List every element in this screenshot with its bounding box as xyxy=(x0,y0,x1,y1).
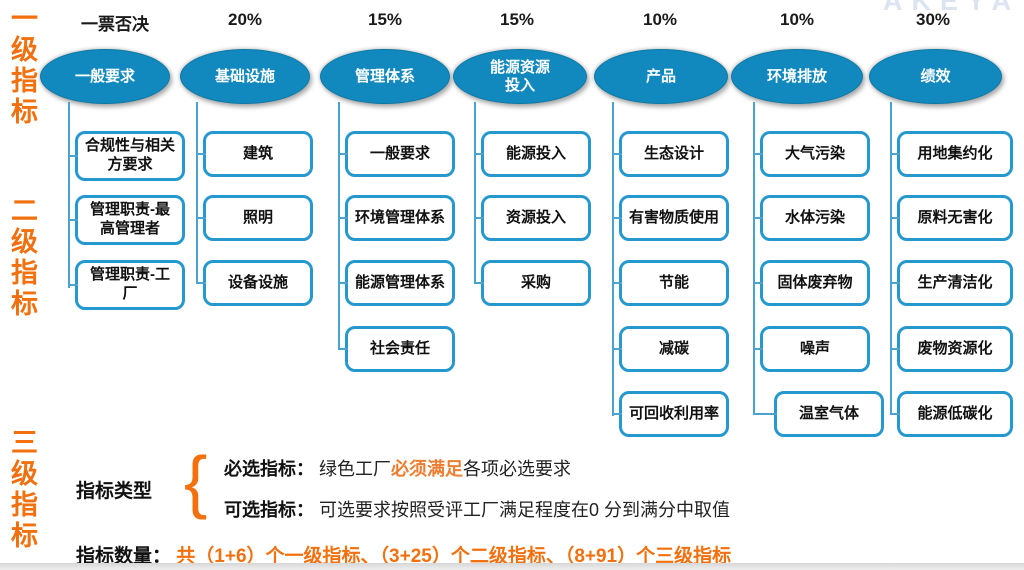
connector-line xyxy=(890,102,892,414)
required-pre-text: 绿色工厂 xyxy=(319,459,392,479)
weight-performance: 30% xyxy=(915,10,951,29)
indicator-box: 原料无害化 xyxy=(890,195,1013,241)
connector-line xyxy=(612,102,614,416)
weight-management: 15% xyxy=(367,10,403,29)
indicator-box: 能源低碳化 xyxy=(890,391,1013,437)
bottom-bar xyxy=(0,563,1024,570)
weight-infrastructure: 20% xyxy=(227,10,263,29)
connector-line xyxy=(753,102,755,414)
indicator-box: 资源投入 xyxy=(474,195,591,241)
weight-emission: 10% xyxy=(779,10,815,29)
category-ellipse-performance: 绩效 xyxy=(869,49,1002,104)
optional-label: 可选指标： xyxy=(224,500,314,520)
indicator-box: 有害物质使用 xyxy=(612,195,729,241)
brace-icon: { xyxy=(184,442,208,520)
weight-product: 10% xyxy=(642,10,678,29)
category-ellipse-product: 产品 xyxy=(594,49,728,104)
indicator-box: 噪声 xyxy=(753,326,870,372)
indicator-box: 采购 xyxy=(474,260,591,306)
indicator-box: 建筑 xyxy=(196,131,313,177)
indicator-box: 能源管理体系 xyxy=(338,260,455,306)
indicator-box: 水体污染 xyxy=(753,195,870,241)
indicator-box: 固体废弃物 xyxy=(753,260,870,306)
indicator-box: 合规性与相关方要求 xyxy=(68,131,185,181)
indicator-box: 可回收利用率 xyxy=(612,391,729,437)
optional-text: 可选要求按照受评工厂满足程度在0 分到满分中取值 xyxy=(319,500,731,520)
footer-required-line: 必选指标： 绿色工厂必须满足各项必选要求 xyxy=(224,455,571,481)
footer-optional-line: 可选指标： 可选要求按照受评工厂满足程度在0 分到满分中取值 xyxy=(224,496,730,522)
indicator-box: 能源投入 xyxy=(474,131,591,177)
required-highlight: 必须满足 xyxy=(391,459,464,479)
connector-line xyxy=(68,102,70,288)
indicator-box: 照明 xyxy=(196,195,313,241)
required-label: 必选指标： xyxy=(224,459,314,479)
footer-count-line: 指标数量： 共（1+6）个一级指标、（3+25）个二级指标、（8+91）个三级指… xyxy=(76,541,731,568)
required-post-text: 各项必选要求 xyxy=(463,459,572,479)
footer-type-label: 指标类型 xyxy=(76,481,153,502)
indicator-box: 节能 xyxy=(612,260,729,306)
category-ellipse-management: 管理体系 xyxy=(320,49,450,104)
indicator-box: 管理职责-工厂 xyxy=(68,260,185,310)
category-ellipse-infrastructure: 基础设施 xyxy=(180,49,310,104)
connector-line xyxy=(338,102,340,350)
category-ellipse-emission: 环境排放 xyxy=(731,49,863,104)
category-ellipse-energy-input: 能源资源投入 xyxy=(453,49,587,104)
indicator-box: 大气污染 xyxy=(753,131,870,177)
indicator-box: 减碳 xyxy=(612,326,729,372)
watermark: AKEYA xyxy=(882,0,1020,16)
count-label: 指标数量： xyxy=(76,546,172,567)
category-ellipse-general: 一般要求 xyxy=(40,49,170,104)
level-label-3: 三级指标 xyxy=(7,428,37,552)
indicator-box: 社会责任 xyxy=(338,326,455,372)
indicator-box: 一般要求 xyxy=(338,131,455,177)
weight-veto: 一票否决 xyxy=(81,15,149,34)
count-text: 共（1+6）个一级指标、（3+25）个二级指标、（8+91）个三级指标 xyxy=(176,546,732,567)
level-label-1: 一级指标 xyxy=(7,4,37,128)
indicator-box: 环境管理体系 xyxy=(338,195,455,241)
indicator-box: 设备设施 xyxy=(196,260,313,306)
indicator-box: 废物资源化 xyxy=(890,326,1013,372)
connector-line xyxy=(196,102,198,284)
weight-energy-input: 15% xyxy=(499,10,535,29)
indicator-box: 管理职责-最高管理者 xyxy=(68,195,185,245)
indicator-box: 用地集约化 xyxy=(890,131,1013,177)
indicator-box: 生态设计 xyxy=(612,131,729,177)
connector-line xyxy=(474,102,476,284)
indicator-box: 生产清洁化 xyxy=(890,260,1013,306)
indicator-box: 温室气体 xyxy=(753,391,884,437)
level-label-2: 二级指标 xyxy=(7,196,37,320)
